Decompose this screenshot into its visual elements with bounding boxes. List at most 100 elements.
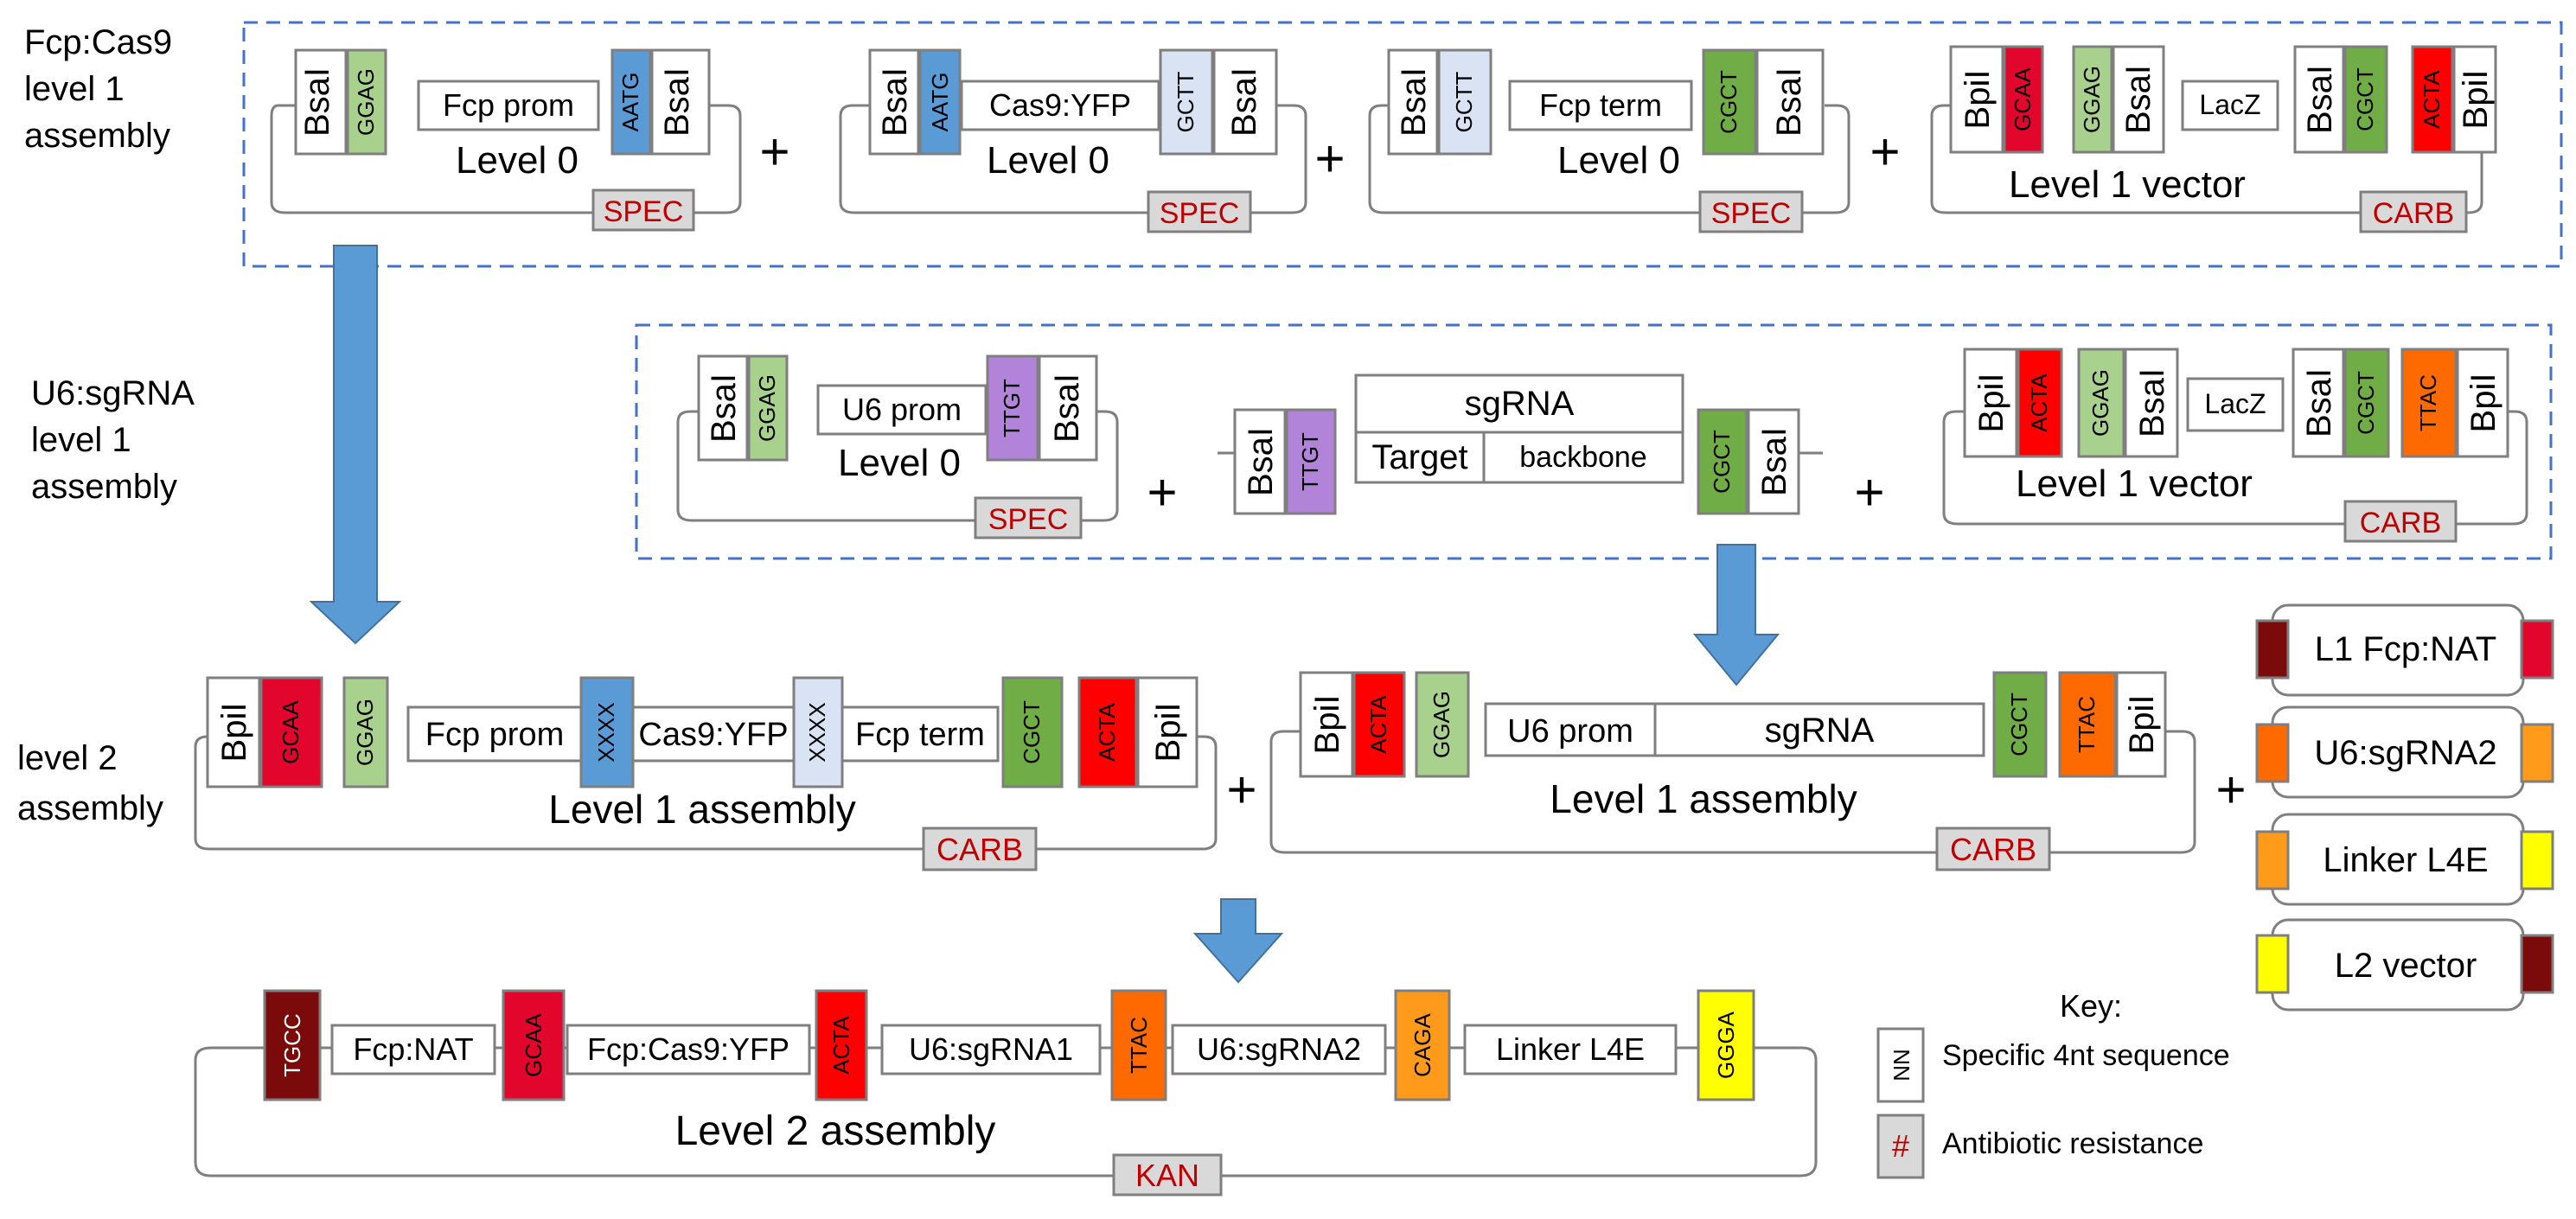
backbone-label: backbone <box>1519 441 1646 474</box>
site-bsai: BsaI <box>298 67 336 137</box>
resistance-label: CARB <box>936 832 1023 867</box>
resistance-box <box>1698 190 1804 233</box>
part-box <box>816 384 988 436</box>
overhang-box <box>342 676 389 788</box>
site-bpii: BpiI <box>215 703 253 763</box>
site-bsai: BsaI <box>658 67 696 137</box>
section-u6-line2: level 1 <box>31 421 131 459</box>
plus-5: + <box>1854 463 1884 521</box>
down-arrow-right <box>1692 544 1780 686</box>
resistance-box <box>2359 190 2468 233</box>
resistance-label: SPEC <box>988 503 1069 536</box>
overhang-tgcc: TGCC <box>279 1013 305 1077</box>
overhang-box <box>1697 989 1755 1101</box>
site-box <box>1755 48 1825 156</box>
overhang-box <box>1001 676 1064 788</box>
linear-sgrna-fragment: BsaI TTGT sgRNA Target backbone CGCT Bsa… <box>1218 373 1823 515</box>
plasmid-level2-assembly: TGCC Fcp:NAT GCAA Fcp:Cas9:YFP ACTA U6:s… <box>194 989 1818 1197</box>
overhang-ggag: GGAG <box>353 68 379 136</box>
part-label: Fcp:Cas9:YFP <box>587 1031 789 1067</box>
resistance-label: SPEC <box>1160 197 1240 230</box>
key-res-swatch <box>1876 1114 1925 1179</box>
site-bsai: BsaI <box>1242 427 1280 496</box>
backbone-box <box>1482 431 1684 484</box>
resistance-box <box>2343 500 2458 543</box>
part-box <box>2186 377 2285 432</box>
section-l2-line1: level 2 <box>17 739 118 777</box>
overhang-box <box>815 989 868 1101</box>
site-box <box>294 48 348 156</box>
side-part-label: L1 Fcp:NAT <box>2315 630 2496 668</box>
site-bsai: BsaI <box>705 373 743 443</box>
site-box <box>1212 48 1278 156</box>
part-label-term: Fcp term <box>855 717 985 753</box>
overhang-ggga: GGGA <box>1713 1011 1739 1079</box>
key-title: Key: <box>2060 988 2122 1024</box>
sgrna-top-label: sgRNA <box>1465 385 1575 423</box>
section-label-fcp-cas9: Fcp:Cas9 level 1 assembly <box>24 23 182 155</box>
resistance-label: CARB <box>2373 197 2454 230</box>
key-seq-swatch <box>1876 1027 1925 1103</box>
part-label-sgrna: sgRNA <box>1765 712 1875 750</box>
site-box <box>1963 348 2018 458</box>
side-overhang-right <box>2520 934 2554 994</box>
overhang-ttac: TTAC <box>2415 374 2441 431</box>
site-box <box>2124 348 2179 458</box>
overhang-ggag: GGAG <box>2087 369 2113 437</box>
overhang-box <box>2343 45 2388 154</box>
overhang-box <box>1697 408 1748 515</box>
overhang-xxxx: XXXX <box>804 702 830 762</box>
overhang-box <box>1285 408 1337 515</box>
overhang-cgct: CGCT <box>2006 692 2032 756</box>
site-bpii: BpiI <box>2464 373 2502 433</box>
overhang-box <box>1077 676 1138 788</box>
site-box <box>697 354 749 462</box>
side-overhang-right <box>2520 723 2554 783</box>
overhang-box <box>1110 989 1167 1101</box>
side-part-label: U6:sgRNA2 <box>2314 734 2496 772</box>
part-box <box>1463 1024 1678 1075</box>
site-box <box>1299 671 1354 778</box>
overhang-cgct: CGCT <box>1716 70 1742 134</box>
overhang-box <box>918 48 962 156</box>
site-box <box>1949 45 2004 154</box>
overhang-ggag: GGAG <box>352 699 378 766</box>
plasmid-title: Level 1 assembly <box>548 787 855 832</box>
side-overhang-right <box>2520 619 2554 680</box>
overhang-ggag: GGAG <box>754 374 780 442</box>
section-label-level2: level 2 assembly <box>17 739 163 827</box>
resistance-box <box>974 496 1083 539</box>
side-part-l2-vector: L2 vector <box>2255 918 2554 1012</box>
site-box <box>1747 408 1800 515</box>
site-bpii: BpiI <box>1959 70 1997 130</box>
overhang-gcaa: GCAA <box>2010 67 2036 131</box>
key-legend: Key: NN Specific 4nt sequence # Antibiot… <box>1876 988 2230 1179</box>
backbone-loop <box>194 1046 1818 1178</box>
part-label: Linker L4E <box>1496 1031 1645 1067</box>
overhang-box <box>792 676 844 788</box>
plasmid-title: Level 2 assembly <box>675 1108 996 1154</box>
sgrna-top-box <box>1354 373 1684 434</box>
overhang-ggag: GGAG <box>1429 691 1454 758</box>
overhang-box <box>610 48 652 156</box>
site-box <box>2293 45 2345 154</box>
key-res-label: Antibiotic resistance <box>1942 1127 2203 1160</box>
side-overhang-left <box>2255 723 2290 783</box>
overhang-box <box>2058 671 2117 778</box>
overhang-acta: ACTA <box>1365 695 1391 754</box>
resistance-box <box>1112 1153 1223 1197</box>
backbone-loop <box>1269 730 2196 854</box>
overhang-box <box>2411 45 2454 154</box>
plus-6: + <box>1226 761 1256 819</box>
part-box <box>330 1024 496 1075</box>
backbone-loop <box>1942 410 2528 526</box>
resistance-label: SPEC <box>1711 197 1792 230</box>
backbone-loop <box>676 410 1119 522</box>
side-part-label: Linker L4E <box>2323 841 2488 879</box>
resistance-label: SPEC <box>604 195 684 228</box>
down-arrow-bottom <box>1192 898 1284 984</box>
part-label: U6:sgRNA2 <box>1197 1031 1361 1067</box>
part-label-prom: Fcp prom <box>425 717 564 753</box>
part-label: Fcp prom <box>443 87 574 123</box>
